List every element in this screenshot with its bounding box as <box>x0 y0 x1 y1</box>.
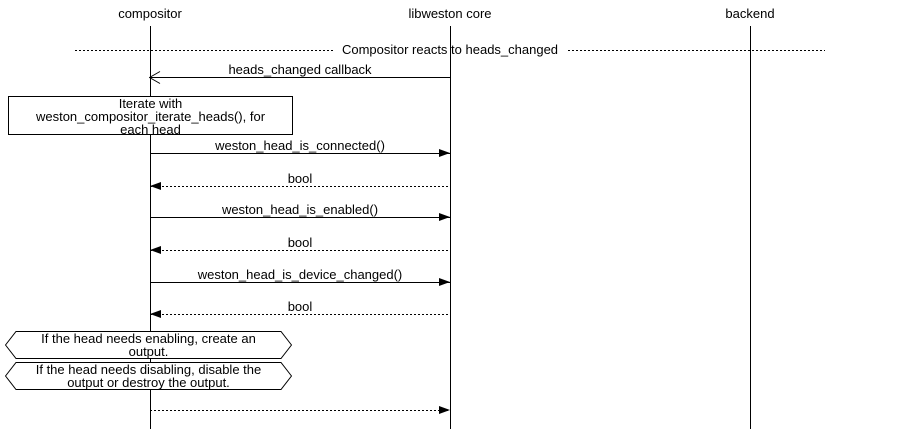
lifeline-backend <box>750 26 751 429</box>
message-label: heads_changed callback <box>228 62 372 77</box>
divider-line-right <box>568 50 825 51</box>
lifeline-libweston-core <box>450 26 451 429</box>
message-line <box>150 282 450 283</box>
hexagon-shape <box>5 362 292 390</box>
divider-label: Compositor reacts to heads_changed <box>341 42 559 57</box>
message-line <box>150 217 450 218</box>
filled-arrowhead-left-icon <box>150 182 161 190</box>
action-box-enable-output: If the head needs enabling, create an ou… <box>5 331 292 359</box>
note-line: each head <box>120 122 181 137</box>
message-heads-changed-callback: heads_changed callback <box>149 63 450 84</box>
message-label: weston_head_is_enabled() <box>221 202 379 217</box>
message-weston-head-is-enabled: weston_head_is_enabled() <box>150 203 450 221</box>
message-line <box>150 250 450 251</box>
message-line <box>150 153 450 154</box>
participant-label-backend: backend <box>725 6 775 21</box>
participant-label-libweston-core: libweston core <box>408 6 492 21</box>
message-final-return <box>150 406 450 414</box>
participant-label-compositor: compositor <box>118 6 182 21</box>
note-box: Iterate with weston_compositor_iterate_h… <box>8 96 293 137</box>
message-label: weston_head_is_connected() <box>215 138 385 153</box>
message-weston-head-is-connected: weston_head_is_connected() <box>150 139 450 157</box>
message-label: bool <box>287 235 313 250</box>
filled-arrowhead-right-icon <box>439 213 450 221</box>
action-box-text: If the head needs enabling, create an ou… <box>41 331 256 359</box>
message-weston-head-is-device-changed: weston_head_is_device_changed() <box>150 268 450 286</box>
lifeline-compositor <box>150 26 151 429</box>
hexagon-shape <box>5 331 292 359</box>
message-bool-device-changed: bool <box>150 300 450 318</box>
note-line: weston_compositor_iterate_heads(), for <box>35 109 266 124</box>
divider-line-left <box>75 50 333 51</box>
message-bool-enabled: bool <box>150 236 450 254</box>
note-line: Iterate with <box>118 96 183 111</box>
action-box-text: If the head needs disabling, disable the… <box>35 362 262 390</box>
message-label: weston_head_is_device_changed() <box>197 267 403 282</box>
message-label: bool <box>287 299 313 314</box>
message-label: bool <box>287 171 313 186</box>
filled-arrowhead-left-icon <box>150 310 161 318</box>
message-line <box>150 410 450 411</box>
message-bool-connected: bool <box>150 172 450 190</box>
filled-arrowhead-right-icon <box>439 149 450 157</box>
action-box-disable-output: If the head needs disabling, disable the… <box>5 362 292 390</box>
open-arrowhead-left-icon <box>149 71 161 84</box>
filled-arrowhead-left-icon <box>150 246 161 254</box>
message-line <box>150 77 450 78</box>
message-line <box>150 186 450 187</box>
filled-arrowhead-right-icon <box>439 406 450 414</box>
message-line <box>150 314 450 315</box>
filled-arrowhead-right-icon <box>439 278 450 286</box>
